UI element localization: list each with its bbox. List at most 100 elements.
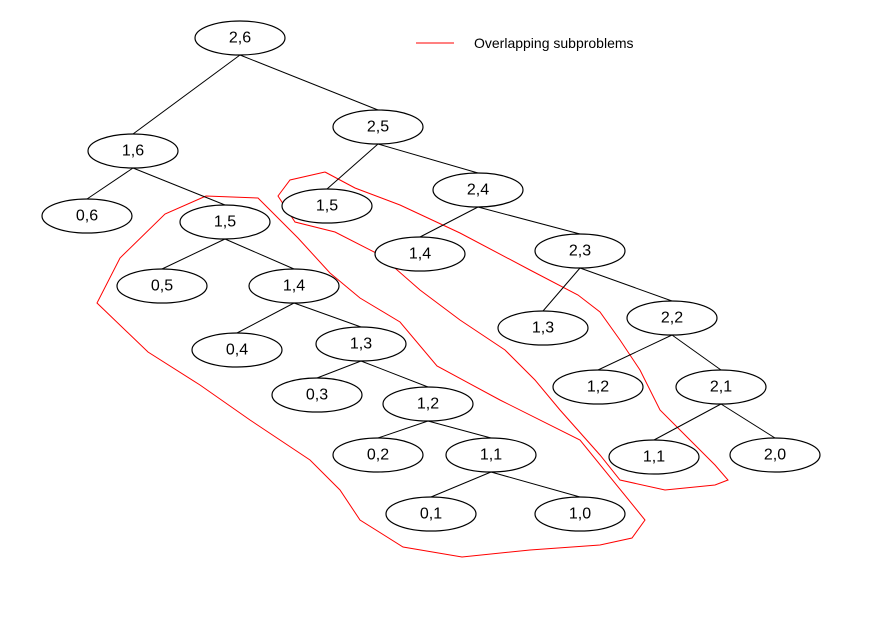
tree-edge-n21-n20 bbox=[720, 403, 776, 439]
tree-node: 1,4 bbox=[248, 268, 340, 304]
tree-edge-n16-n15a bbox=[132, 167, 226, 206]
tree-edge-n26-n25 bbox=[239, 54, 379, 111]
node-ellipse bbox=[116, 268, 208, 304]
tree-node: 1,1 bbox=[608, 439, 700, 475]
tree-edge-n14a-n13a bbox=[293, 302, 362, 328]
tree-node: 2,2 bbox=[626, 300, 718, 336]
node-ellipse bbox=[271, 377, 363, 413]
node-ellipse bbox=[432, 172, 524, 208]
node-label: 1,2 bbox=[417, 396, 439, 413]
tree-edge-n13a-n12a bbox=[360, 360, 429, 388]
tree-edge-n26-n16 bbox=[132, 54, 241, 135]
node-ellipse bbox=[191, 332, 283, 368]
tree-node: 2,1 bbox=[675, 369, 767, 405]
tree-node: 2,3 bbox=[534, 233, 626, 269]
tree-node: 1,3 bbox=[497, 310, 589, 346]
tree-edge-n12a-n02 bbox=[377, 420, 429, 439]
tree-edges bbox=[86, 54, 776, 498]
node-ellipse bbox=[608, 439, 700, 475]
node-ellipse bbox=[626, 300, 718, 336]
tree-edge-n16-n06 bbox=[86, 167, 134, 200]
node-ellipse bbox=[248, 268, 340, 304]
tree-edge-n11a-n10 bbox=[490, 471, 581, 498]
node-ellipse bbox=[445, 437, 537, 473]
node-ellipse bbox=[194, 20, 286, 56]
node-label: 2,0 bbox=[764, 447, 786, 464]
tree-node: 1,2 bbox=[552, 369, 644, 405]
node-label: 1,5 bbox=[316, 198, 338, 215]
node-label: 1,4 bbox=[283, 278, 305, 295]
tree-node: 0,4 bbox=[191, 332, 283, 368]
node-label: 1,3 bbox=[532, 320, 554, 337]
node-label: 2,2 bbox=[661, 310, 683, 327]
node-ellipse bbox=[332, 437, 424, 473]
node-label: 2,6 bbox=[229, 30, 251, 47]
tree-node: 1,5 bbox=[281, 188, 373, 224]
node-ellipse bbox=[675, 369, 767, 405]
node-label: 1,5 bbox=[214, 214, 236, 231]
tree-edge-n13a-n03 bbox=[316, 360, 362, 379]
node-label: 1,6 bbox=[122, 143, 144, 160]
tree-edge-n23-n13b bbox=[542, 267, 581, 312]
legend-label: Overlapping subproblems bbox=[474, 35, 634, 51]
tree-node: 1,2 bbox=[382, 386, 474, 422]
tree-edge-n23-n22 bbox=[579, 267, 673, 302]
node-label: 1,0 bbox=[569, 506, 591, 523]
tree-node: 1,6 bbox=[87, 133, 179, 169]
node-label: 2,5 bbox=[367, 119, 389, 136]
node-ellipse bbox=[315, 326, 407, 362]
tree-edge-n11a-n01 bbox=[430, 471, 492, 498]
node-ellipse bbox=[534, 496, 626, 532]
overlap-region-right bbox=[277, 171, 729, 491]
legend: Overlapping subproblems bbox=[416, 35, 634, 51]
tree-edge-n25-n24 bbox=[377, 143, 479, 174]
tree-edge-n21-n11b bbox=[653, 403, 722, 441]
tree-edge-n25-n15b bbox=[326, 143, 379, 190]
tree-node: 2,5 bbox=[332, 109, 424, 145]
node-label: 1,1 bbox=[643, 449, 665, 466]
node-label: 0,3 bbox=[306, 387, 328, 404]
tree-edge-n15a-n14a bbox=[224, 238, 295, 270]
tree-node: 2,4 bbox=[432, 172, 524, 208]
tree-node: 1,3 bbox=[315, 326, 407, 362]
tree-nodes: 2,6 1,6 2,5 0,6 1,5 1,5 2,4 0,5 1,4 1,4 2,3 0,4 1,3 1… bbox=[41, 20, 821, 532]
node-ellipse bbox=[534, 233, 626, 269]
tree-node: 2,6 bbox=[194, 20, 286, 56]
node-ellipse bbox=[385, 496, 477, 532]
node-ellipse bbox=[41, 198, 133, 234]
tree-node: 1,4 bbox=[374, 236, 466, 272]
tree-edge-n15a-n05 bbox=[161, 238, 226, 270]
node-ellipse bbox=[497, 310, 589, 346]
node-ellipse bbox=[729, 437, 821, 473]
node-label: 2,3 bbox=[569, 243, 591, 260]
node-ellipse bbox=[374, 236, 466, 272]
node-ellipse bbox=[552, 369, 644, 405]
node-ellipse bbox=[332, 109, 424, 145]
tree-edge-n24-n14b bbox=[419, 206, 479, 238]
tree-edge-n14a-n04 bbox=[236, 302, 295, 334]
tree-node: 0,5 bbox=[116, 268, 208, 304]
tree-node: 1,1 bbox=[445, 437, 537, 473]
node-ellipse bbox=[179, 204, 271, 240]
node-ellipse bbox=[87, 133, 179, 169]
node-label: 0,4 bbox=[226, 342, 248, 359]
tree-edge-n12a-n11a bbox=[427, 420, 492, 439]
node-label: 1,4 bbox=[409, 246, 431, 263]
node-label: 0,2 bbox=[367, 447, 389, 464]
tree-node: 0,3 bbox=[271, 377, 363, 413]
tree-node: 0,2 bbox=[332, 437, 424, 473]
tree-node: 1,5 bbox=[179, 204, 271, 240]
node-label: 1,2 bbox=[587, 379, 609, 396]
tree-edge-n24-n23 bbox=[477, 206, 581, 235]
node-ellipse bbox=[281, 188, 373, 224]
tree-node: 0,6 bbox=[41, 198, 133, 234]
node-label: 0,5 bbox=[151, 278, 173, 295]
tree-edge-n22-n21 bbox=[671, 334, 722, 371]
tree-node: 2,0 bbox=[729, 437, 821, 473]
node-label: 2,1 bbox=[710, 379, 732, 396]
tree-edge-n22-n12b bbox=[597, 334, 673, 371]
node-label: 0,1 bbox=[420, 506, 442, 523]
overlap-region-left bbox=[96, 195, 646, 558]
tree-node: 0,1 bbox=[385, 496, 477, 532]
